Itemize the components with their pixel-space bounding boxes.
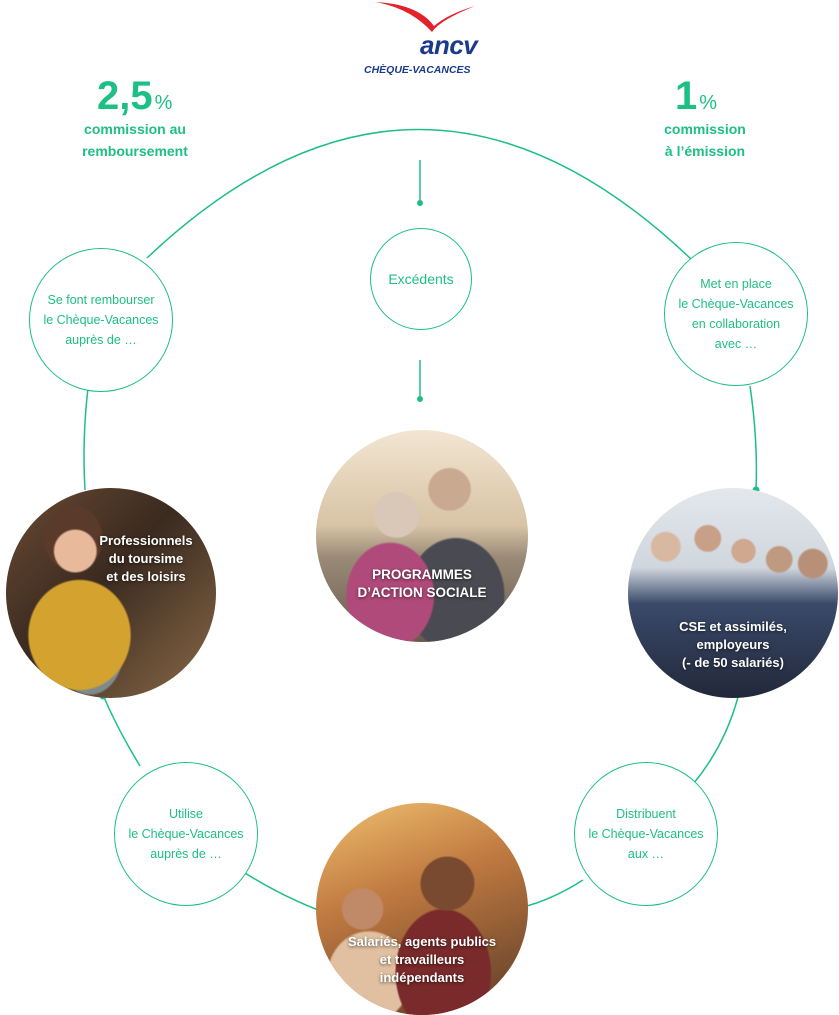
stat-left-unit: % — [154, 92, 173, 114]
photo-employers-line: CSE et assimilés, — [679, 619, 787, 634]
photo-employers-label: CSE et assimilés, employeurs (- de 50 sa… — [628, 618, 838, 672]
uses-line: le Chèque-Vacances — [128, 827, 244, 841]
photo-tourism-label: Professionnels du toursime et des loisir… — [66, 532, 216, 586]
stat-right-unit: % — [699, 92, 718, 114]
distribute-line: Distribuent — [616, 807, 676, 821]
surplus-node: Excédents — [370, 228, 472, 330]
setup-line: avec … — [714, 337, 758, 351]
photo-employers: CSE et assimilés, employeurs (- de 50 sa… — [628, 488, 838, 698]
photo-tourism-line: du toursime — [108, 551, 184, 566]
ancv-logo: ancv CHÈQUE-VACANCES — [360, 0, 490, 82]
stat-left-value: 2,5% — [97, 76, 172, 116]
distribute-line: aux … — [627, 847, 665, 861]
distribute-text: Distribuent le Chèque-Vacances aux … — [588, 804, 703, 864]
photo-tourism-line: Professionnels — [99, 533, 193, 548]
bottom-right-connector — [526, 879, 584, 907]
bottom-left-connector — [244, 872, 319, 911]
stat-right-label: commission à l’émission — [630, 118, 780, 162]
photo-social-line: PROGRAMMES — [372, 567, 472, 582]
center-top-dot — [417, 200, 423, 206]
distribute-node: Distribuent le Chèque-Vacances aux … — [574, 762, 718, 906]
left-lower-connector — [102, 694, 141, 767]
photo-employers-line: employeurs — [696, 637, 770, 652]
setup-node: Met en place le Chèque-Vacances en colla… — [664, 242, 808, 386]
stat-right-line2: à l’émission — [664, 143, 746, 159]
photo-employees-bg — [316, 803, 528, 1015]
stat-right-number: 1 — [675, 74, 698, 118]
photo-tourism-line: et des loisirs — [106, 569, 186, 584]
stat-left-label: commission au remboursement — [60, 118, 210, 162]
reimburse-text: Se font rembourser le Chèque-Vacances au… — [43, 290, 158, 350]
top-arc — [146, 128, 693, 261]
surplus-label: Excédents — [388, 271, 454, 287]
logo-text: ancv — [420, 30, 478, 60]
uses-text: Utilise le Chèque-Vacances auprès de … — [128, 804, 243, 864]
uses-line: auprès de … — [150, 847, 222, 861]
photo-social-label: PROGRAMMES D’ACTION SOCIALE — [316, 566, 528, 602]
photo-employers-bg — [628, 488, 838, 698]
reimburse-line: le Chèque-Vacances — [43, 313, 159, 327]
stat-right-line1: commission — [664, 121, 746, 137]
logo-subtitle: CHÈQUE-VACANCES — [364, 64, 471, 76]
setup-line: en collaboration — [691, 317, 781, 331]
seagull-icon — [375, 2, 475, 32]
photo-tourism-professionals: Professionnels du toursime et des loisir… — [6, 488, 216, 698]
reimburse-line: Se font rembourser — [47, 293, 155, 307]
photo-employees-line: et travailleurs — [379, 952, 465, 967]
photo-employers-line: (- de 50 salariés) — [682, 655, 784, 670]
stat-left-line1: commission au — [84, 121, 186, 137]
setup-text: Met en place le Chèque-Vacances en colla… — [678, 274, 793, 354]
reimburse-line: auprès de … — [65, 333, 137, 347]
stat-left-number: 2,5 — [97, 74, 153, 118]
uses-line: Utilise — [168, 807, 204, 821]
photo-tourism-bg — [6, 488, 216, 698]
photo-social-programs: PROGRAMMES D’ACTION SOCIALE — [316, 430, 528, 642]
stat-right-value: 1% — [675, 76, 717, 116]
photo-social-line: D’ACTION SOCIALE — [357, 585, 487, 600]
photo-employees-line: Salariés, agents publics — [347, 934, 497, 949]
uses-node: Utilise le Chèque-Vacances auprès de … — [114, 762, 258, 906]
stat-left-line2: remboursement — [82, 143, 188, 159]
setup-line: Met en place — [700, 277, 772, 291]
center-bottom-dot — [417, 396, 423, 402]
setup-line: le Chèque-Vacances — [678, 297, 794, 311]
photo-social-bg — [316, 430, 528, 642]
distribute-line: le Chèque-Vacances — [588, 827, 704, 841]
right-lower-connector — [693, 696, 739, 784]
right-upper-connector — [749, 385, 758, 491]
photo-employees-line: indépendants — [379, 970, 465, 985]
reimburse-node: Se font rembourser le Chèque-Vacances au… — [29, 248, 173, 392]
photo-employees: Salariés, agents publics et travailleurs… — [316, 803, 528, 1015]
left-upper-connector — [83, 387, 89, 491]
photo-employees-label: Salariés, agents publics et travailleurs… — [316, 933, 528, 987]
